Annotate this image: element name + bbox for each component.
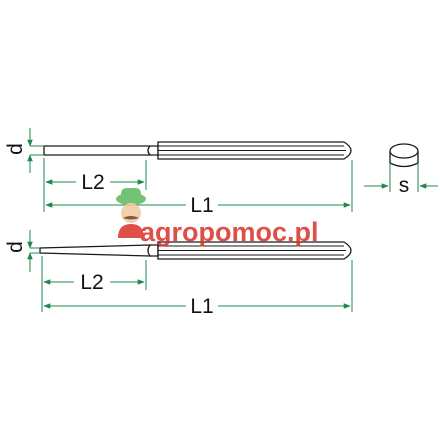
top-pin-shaft bbox=[43, 145, 150, 156]
top-d-dimension: d bbox=[4, 128, 44, 173]
bottom-d-label: d bbox=[4, 241, 27, 253]
bottom-d-dimension: d bbox=[4, 230, 40, 272]
bottom-collar bbox=[147, 244, 159, 257]
bottom-L1-dimension: L1 bbox=[43, 260, 353, 318]
end-view-cylinder: s bbox=[364, 143, 438, 197]
top-collar bbox=[147, 145, 159, 156]
top-L2-dimension: L2 bbox=[43, 158, 147, 212]
watermark: agropomoc.pl bbox=[116, 188, 319, 247]
s-label: s bbox=[399, 174, 410, 197]
watermark-text: agropomoc.pl bbox=[140, 217, 319, 247]
farmer-mascot-icon bbox=[116, 188, 146, 238]
bottom-L2-label: L2 bbox=[80, 271, 103, 294]
bottom-L1-label: L1 bbox=[190, 295, 213, 318]
top-pin-punch: d L2 L1 s bbox=[4, 128, 438, 217]
bottom-pin-punch: d L2 L1 bbox=[4, 230, 353, 318]
top-L2-label: L2 bbox=[81, 171, 104, 194]
top-L1-label: L1 bbox=[190, 194, 213, 217]
top-d-label: d bbox=[4, 143, 27, 155]
bottom-tapered-shaft bbox=[39, 244, 151, 257]
top-L1-dimension: L1 bbox=[45, 160, 353, 217]
bottom-L2-dimension: L2 bbox=[41, 256, 147, 312]
